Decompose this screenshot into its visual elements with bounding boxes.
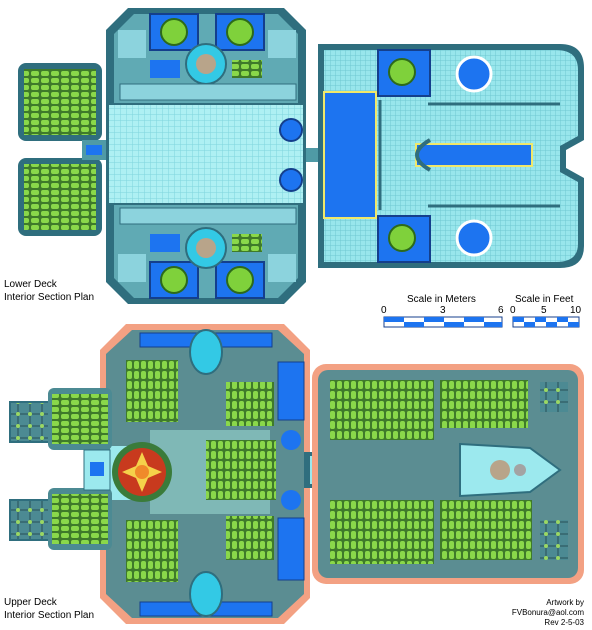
lower-central-hull bbox=[106, 8, 306, 304]
meter-tick-0: 0 bbox=[381, 305, 387, 316]
upper-right-module bbox=[312, 364, 584, 584]
lower-deck-subtitle: Interior Section Plan bbox=[4, 292, 95, 303]
meter-scale-label: Scale in Meters bbox=[407, 294, 476, 305]
feet-scale-label: Scale in Feet bbox=[515, 294, 574, 305]
lower-deck-title: Lower Deck bbox=[4, 279, 57, 290]
lower-deck-plan bbox=[18, 8, 584, 304]
meter-tick-2: 6 bbox=[498, 305, 504, 316]
feet-tick-1: 5 bbox=[541, 305, 547, 316]
upper-deck-title: Upper Deck bbox=[4, 597, 57, 608]
lower-right-module bbox=[318, 44, 584, 268]
upper-central-hull bbox=[100, 324, 310, 624]
lower-connector bbox=[306, 148, 318, 162]
credit-revision: Rev 2-5-03 bbox=[544, 618, 584, 627]
feet-tick-0: 0 bbox=[510, 305, 516, 316]
upper-deck-plan bbox=[9, 324, 584, 624]
upper-deck-subtitle: Interior Section Plan bbox=[4, 610, 95, 621]
feet-tick-2: 10 bbox=[570, 305, 582, 316]
reactor-core bbox=[112, 442, 172, 502]
meter-tick-1: 3 bbox=[440, 305, 446, 316]
upper-left-engines bbox=[9, 388, 112, 550]
scale-bars bbox=[383, 316, 580, 328]
credit-email: FVBonura@aol.com bbox=[511, 608, 584, 617]
credit-artwork: Artwork by bbox=[546, 598, 584, 607]
lower-left-pods bbox=[18, 63, 106, 236]
